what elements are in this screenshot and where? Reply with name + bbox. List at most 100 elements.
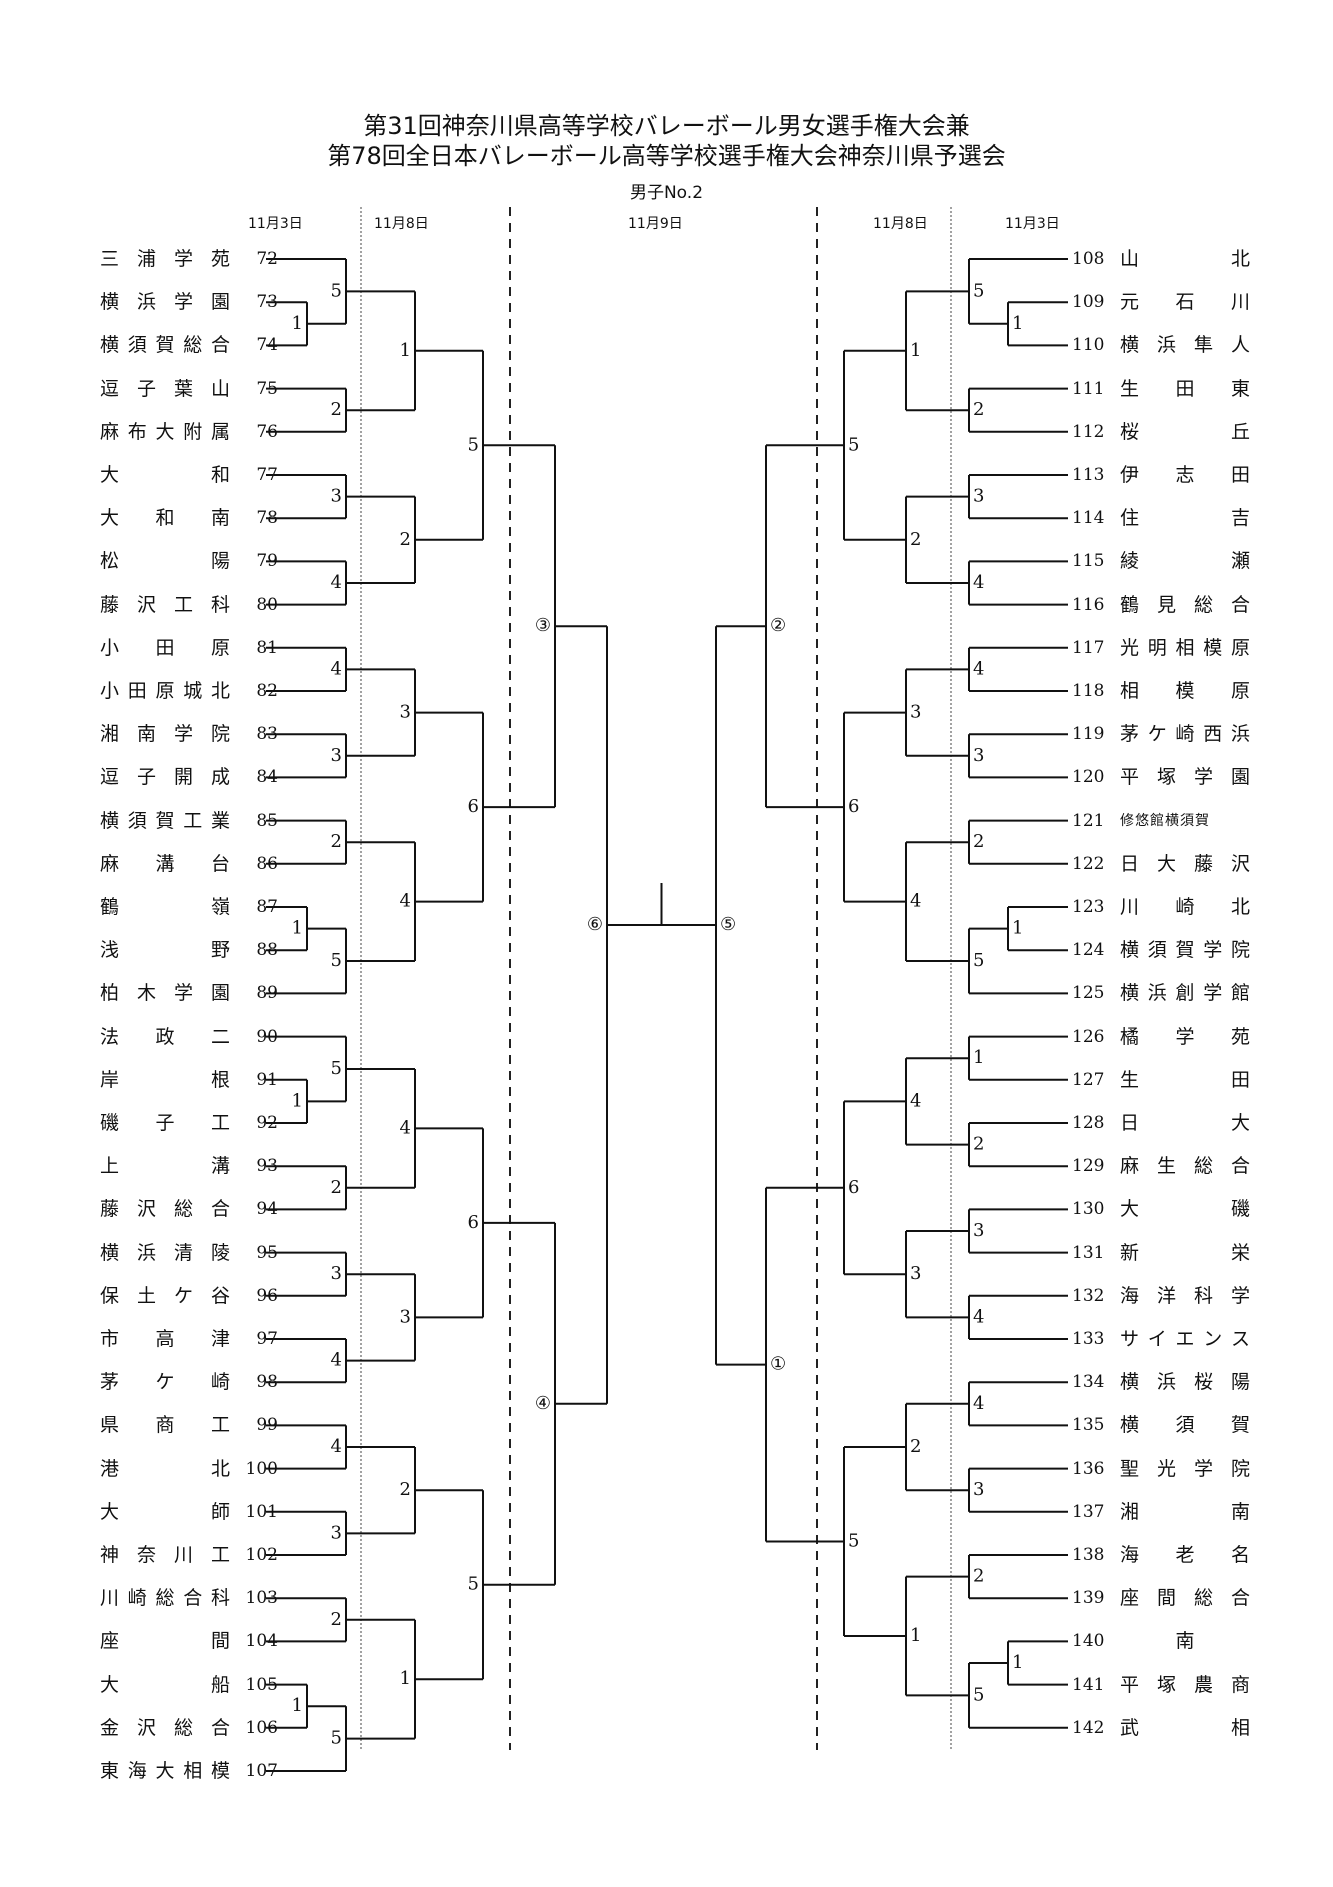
team-name: 横浜桜陽: [1120, 1371, 1250, 1394]
team-name: 横須賀総合: [100, 334, 230, 357]
team-name: サイエンス: [1120, 1328, 1250, 1350]
team-number: 103: [245, 1588, 278, 1609]
team-name: 逗子葉山: [100, 377, 230, 400]
date-center: 11月9日: [628, 216, 683, 232]
court-number: 3: [400, 1306, 411, 1327]
team-name: 武相: [1120, 1716, 1250, 1739]
team-number: 127: [1072, 1069, 1105, 1090]
court-number: 4: [331, 1350, 342, 1371]
court-number: 1: [292, 313, 303, 334]
team-name: 聖光学院: [1120, 1457, 1250, 1480]
team-number: 131: [1072, 1242, 1105, 1263]
team-name: 海洋科学: [1120, 1284, 1250, 1307]
court-number: 6: [468, 1212, 479, 1233]
team-number: 106: [245, 1717, 278, 1738]
date-right-round1: 11月3日: [1005, 216, 1060, 232]
team-number: 129: [1072, 1156, 1105, 1177]
court-number-circled: ②: [770, 615, 786, 636]
court-number: 1: [292, 918, 303, 939]
team-name: 鶴嶺: [100, 896, 230, 918]
team-number: 123: [1072, 897, 1105, 917]
team-number: 139: [1072, 1588, 1105, 1609]
team-number: 135: [1072, 1415, 1105, 1436]
title-line-2: 第78回全日本バレーボール高等学校選手権大会神奈川県予選会: [327, 142, 1006, 170]
court-number: 2: [910, 529, 921, 550]
team-name: 桜丘: [1120, 420, 1250, 443]
team-name: 綾瀬: [1120, 550, 1250, 573]
team-name: 市高津: [100, 1328, 230, 1350]
team-name: 小田原: [100, 636, 230, 659]
team-name: 新栄: [1120, 1241, 1250, 1264]
team-name: 横須賀工業: [100, 809, 230, 832]
team-name: 日大: [1120, 1112, 1250, 1134]
team-name: 茅ケ崎: [100, 1371, 230, 1394]
court-number: 4: [331, 658, 342, 679]
court-number: 5: [331, 280, 342, 301]
court-number-circled: ③: [535, 615, 551, 636]
team-number: 117: [1072, 637, 1105, 658]
team-number: 138: [1072, 1545, 1105, 1565]
court-number: 3: [910, 702, 921, 723]
court-number: 6: [848, 796, 859, 817]
team-name: 川崎北: [1120, 896, 1250, 918]
title-line-1: 第31回神奈川県高等学校バレーボール男女選手権大会兼: [363, 112, 970, 140]
team-name: 山北: [1120, 248, 1250, 270]
team-name: 元石川: [1120, 291, 1250, 314]
team-number: 125: [1072, 983, 1105, 1004]
team-name: 海老名: [1120, 1544, 1250, 1566]
court-number-circled: ①: [770, 1354, 786, 1375]
team-name: 柏木学園: [100, 982, 230, 1005]
court-number: 6: [468, 796, 479, 817]
team-name: 浅野: [100, 939, 230, 962]
court-number: 1: [400, 1668, 411, 1689]
team-number: 115: [1072, 551, 1105, 572]
court-number: 1: [1012, 313, 1023, 334]
court-number-circled: ⑥: [587, 914, 603, 935]
team-number: 133: [1072, 1329, 1105, 1349]
team-name: 麻溝台: [100, 852, 230, 875]
team-name: 県商工: [100, 1414, 230, 1437]
team-name: 小田原城北: [100, 680, 230, 702]
team-number: 137: [1072, 1501, 1105, 1522]
team-name: 大船: [100, 1673, 230, 1696]
court-number-circled: ④: [535, 1393, 551, 1414]
court-number: 4: [973, 1306, 984, 1327]
team-name: 平塚農商: [1120, 1673, 1250, 1696]
team-name: 伊志田: [1120, 464, 1250, 486]
court-number: 4: [973, 572, 984, 593]
team-number: 142: [1072, 1717, 1105, 1738]
team-number: 107: [245, 1761, 278, 1781]
team-name: 湘南: [1120, 1500, 1250, 1523]
team-name: 修悠館横須賀: [1120, 812, 1210, 829]
court-number: 1: [910, 1625, 921, 1646]
court-number: 3: [973, 745, 984, 766]
team-name: 磯子工: [100, 1112, 230, 1134]
court-number: 3: [331, 486, 342, 507]
team-name: 座間総合: [1120, 1587, 1250, 1610]
team-name: 上溝: [100, 1155, 230, 1178]
team-name: 湘南学院: [100, 723, 230, 746]
team-name: 大磯: [1120, 1198, 1250, 1221]
team-number: 118: [1072, 681, 1105, 701]
team-name: 金沢総合: [100, 1716, 230, 1739]
team-number: 111: [1072, 378, 1105, 399]
team-name: 逗子開成: [100, 766, 230, 789]
court-number: 4: [910, 891, 921, 912]
date-left-round1: 11月3日: [248, 216, 303, 232]
team-name: 大和南: [100, 507, 230, 530]
court-number: 2: [973, 1566, 984, 1587]
court-number: 4: [331, 572, 342, 593]
court-number: 4: [331, 1436, 342, 1457]
team-number: 101: [245, 1501, 278, 1522]
team-number: 110: [1072, 335, 1105, 356]
team-name: 座間: [100, 1630, 230, 1653]
team-number: 141: [1072, 1674, 1105, 1695]
team-name: 日大藤沢: [1120, 852, 1250, 875]
team-number: 100: [245, 1458, 278, 1479]
court-number: 4: [400, 1117, 411, 1138]
team-name: 東海大相模: [100, 1760, 230, 1782]
court-number: 2: [331, 831, 342, 852]
team-number: 108: [1072, 249, 1105, 269]
team-name: 生田東: [1120, 377, 1250, 400]
court-number: 6: [848, 1177, 859, 1198]
